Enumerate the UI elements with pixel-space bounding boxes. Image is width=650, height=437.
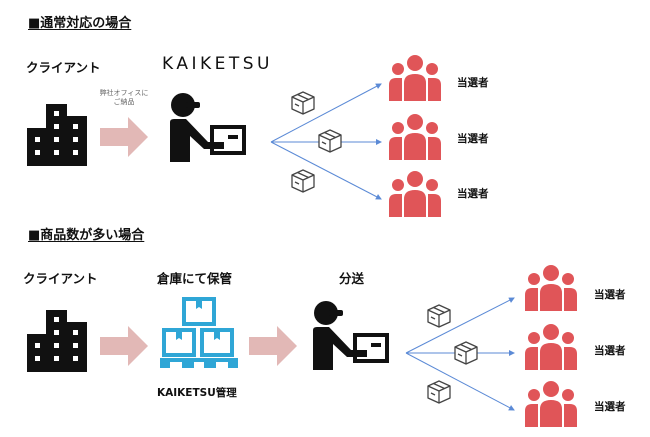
delivery-note-line1: 弊社オフィスに: [99, 89, 149, 97]
people-group-icon: [525, 265, 577, 311]
winner-label: 当選者: [594, 289, 626, 301]
distribution-line-1: [270, 83, 382, 143]
package-icon: [426, 379, 452, 405]
winner-label: 当選者: [457, 77, 489, 89]
section-title-bulk: ■商品数が多い場合: [28, 228, 145, 243]
people-group-icon: [389, 55, 441, 101]
warehouse-label: 倉庫にて保管: [157, 271, 233, 286]
warehouse-caption: KAIKETSU管理: [157, 387, 237, 399]
pallet-boxes-icon: [160, 297, 240, 369]
package-icon: [317, 128, 343, 154]
section-title-normal: ■通常対応の場合: [28, 16, 132, 31]
client-label-bulk: クライアント: [23, 271, 98, 286]
people-group-icon: [389, 114, 441, 160]
distribution-line-4: [405, 297, 515, 354]
winner-label: 当選者: [594, 345, 626, 357]
package-icon: [426, 303, 452, 329]
arrow-right-icon: [100, 326, 148, 366]
delivery-note: 弊社オフィスに ご納品: [96, 89, 152, 107]
package-icon: [290, 90, 316, 116]
arrow-right-icon: [100, 117, 148, 157]
distribution-line-3: [270, 141, 382, 200]
client-label-normal: クライアント: [26, 60, 101, 75]
package-icon: [453, 340, 479, 366]
winner-label: 当選者: [594, 401, 626, 413]
winner-label: 当選者: [457, 133, 489, 145]
shipping-label: 分送: [339, 271, 365, 286]
arrow-right-icon: [249, 326, 297, 366]
winner-label: 当選者: [457, 188, 489, 200]
delivery-person-icon: [309, 300, 393, 370]
people-group-icon: [525, 324, 577, 370]
people-group-icon: [525, 381, 577, 427]
delivery-note-line2: ご納品: [113, 98, 135, 106]
package-icon: [290, 168, 316, 194]
distribution-line-6: [405, 352, 515, 411]
kaiketsu-logo: KAIKETSU: [162, 54, 273, 74]
people-group-icon: [389, 171, 441, 217]
delivery-person-icon: [166, 92, 250, 162]
building-icon: [27, 310, 87, 372]
building-icon: [27, 104, 87, 166]
